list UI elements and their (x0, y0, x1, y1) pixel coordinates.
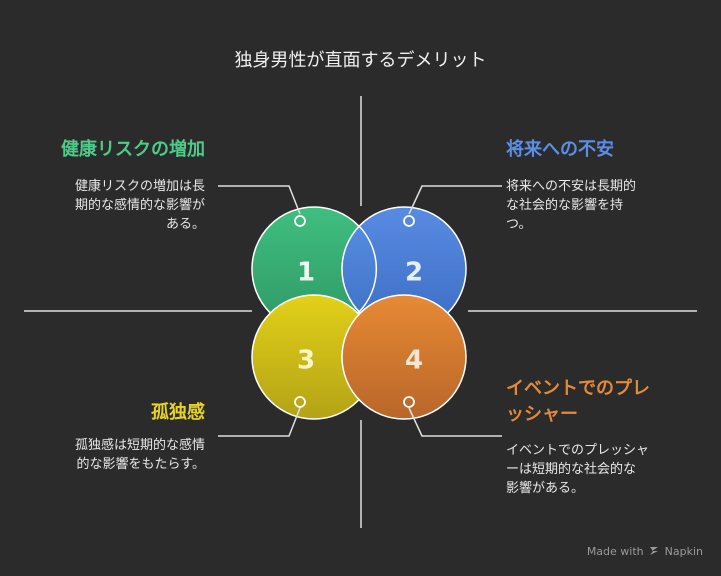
connector-4 (408, 407, 502, 437)
connector-dot-2 (403, 215, 415, 227)
made-with-napkin[interactable]: Made with Napkin (587, 545, 703, 558)
desc-loneliness: 孤独感は短期的な感情 的な影響をもたらす。 (74, 438, 205, 472)
heading-health-risk: 健康リスクの増加 (61, 139, 205, 160)
circle-number-2: 2 (405, 258, 423, 288)
heading-event-pressure: イベントでのプレ ッシャー (506, 378, 650, 425)
desc-future-anxiety: 将来への不安は長期的 な社会的な影響を持 つ。 (506, 179, 637, 232)
desc-health-risk: 健康リスクの増加は長 期的な感情的な影響が ある。 (74, 179, 205, 232)
circle-number-4: 4 (405, 346, 423, 376)
napkin-brand: Napkin (664, 545, 703, 558)
connector-1 (218, 185, 301, 215)
circle-number-1: 1 (297, 258, 315, 288)
page-title: 独身男性が直面するデメリット (234, 50, 487, 71)
connector-dot-3 (294, 396, 306, 408)
napkin-logo-icon (650, 547, 659, 555)
connector-2 (408, 185, 502, 215)
connector-3 (218, 407, 301, 437)
desc-event-pressure: イベントでのプレッシャ ーは短期的な社会的な 影響がある。 (506, 443, 650, 496)
connector-dot-1 (294, 215, 306, 227)
circle-number-3: 3 (297, 346, 315, 376)
heading-future-anxiety: 将来への不安 (506, 139, 614, 160)
made-with-label: Made with (586, 545, 644, 558)
heading-loneliness: 孤独感 (151, 402, 205, 423)
connector-dot-4 (403, 396, 415, 408)
circle-4 (341, 294, 467, 420)
